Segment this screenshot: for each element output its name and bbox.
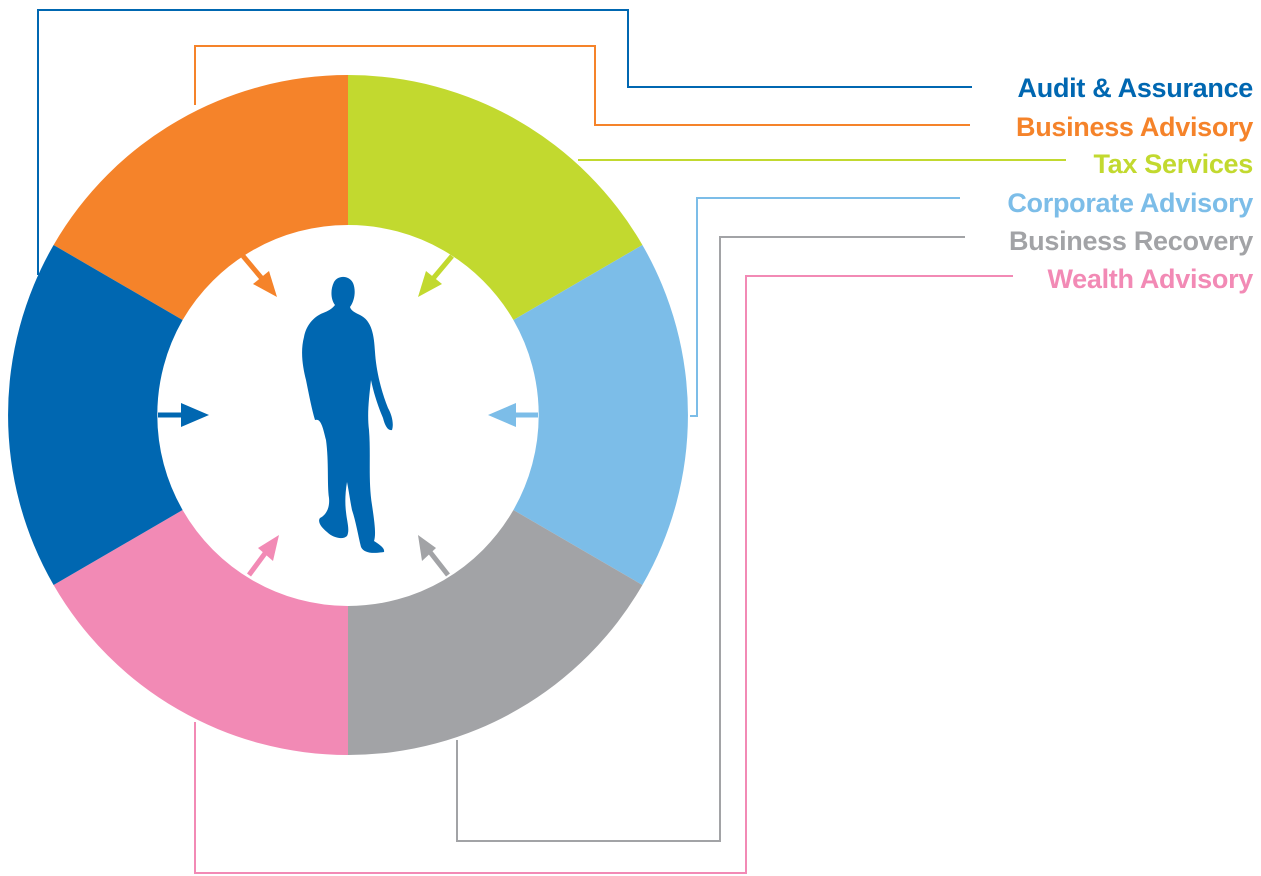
label-business-recovery: Business Recovery: [1009, 226, 1253, 256]
arrow-icon: [241, 254, 277, 297]
connector-business-advisory: [194, 45, 970, 126]
connector-wealth-advisory: [194, 275, 1013, 874]
segment-business-recovery: [348, 510, 643, 755]
connector-audit-assurance: [37, 9, 972, 275]
arrow-icon: [488, 403, 538, 427]
connector-business-recovery: [456, 236, 965, 842]
segment-business-advisory: [53, 75, 348, 320]
connector-corporate-advisory: [690, 197, 960, 417]
service-labels: Audit & Assurance Business Advisory Tax …: [1007, 73, 1253, 294]
label-audit-assurance: Audit & Assurance: [1018, 73, 1254, 103]
label-tax-services: Tax Services: [1093, 149, 1253, 179]
segment-audit-assurance: [8, 245, 183, 585]
arrow-icon: [418, 254, 454, 297]
ring: [8, 75, 688, 755]
segment-wealth-advisory: [53, 510, 348, 755]
connector-lines: [37, 9, 1066, 874]
arrow-icon: [158, 403, 209, 427]
label-corporate-advisory: Corporate Advisory: [1007, 188, 1253, 218]
arrow-icon: [246, 535, 279, 577]
arrow-icon: [418, 535, 450, 577]
person-walking-icon: [302, 276, 393, 553]
inward-arrows: [158, 254, 538, 577]
segment-corporate-advisory: [513, 245, 688, 585]
label-business-advisory: Business Advisory: [1016, 112, 1253, 142]
segment-tax-services: [348, 75, 643, 320]
label-wealth-advisory: Wealth Advisory: [1047, 264, 1253, 294]
